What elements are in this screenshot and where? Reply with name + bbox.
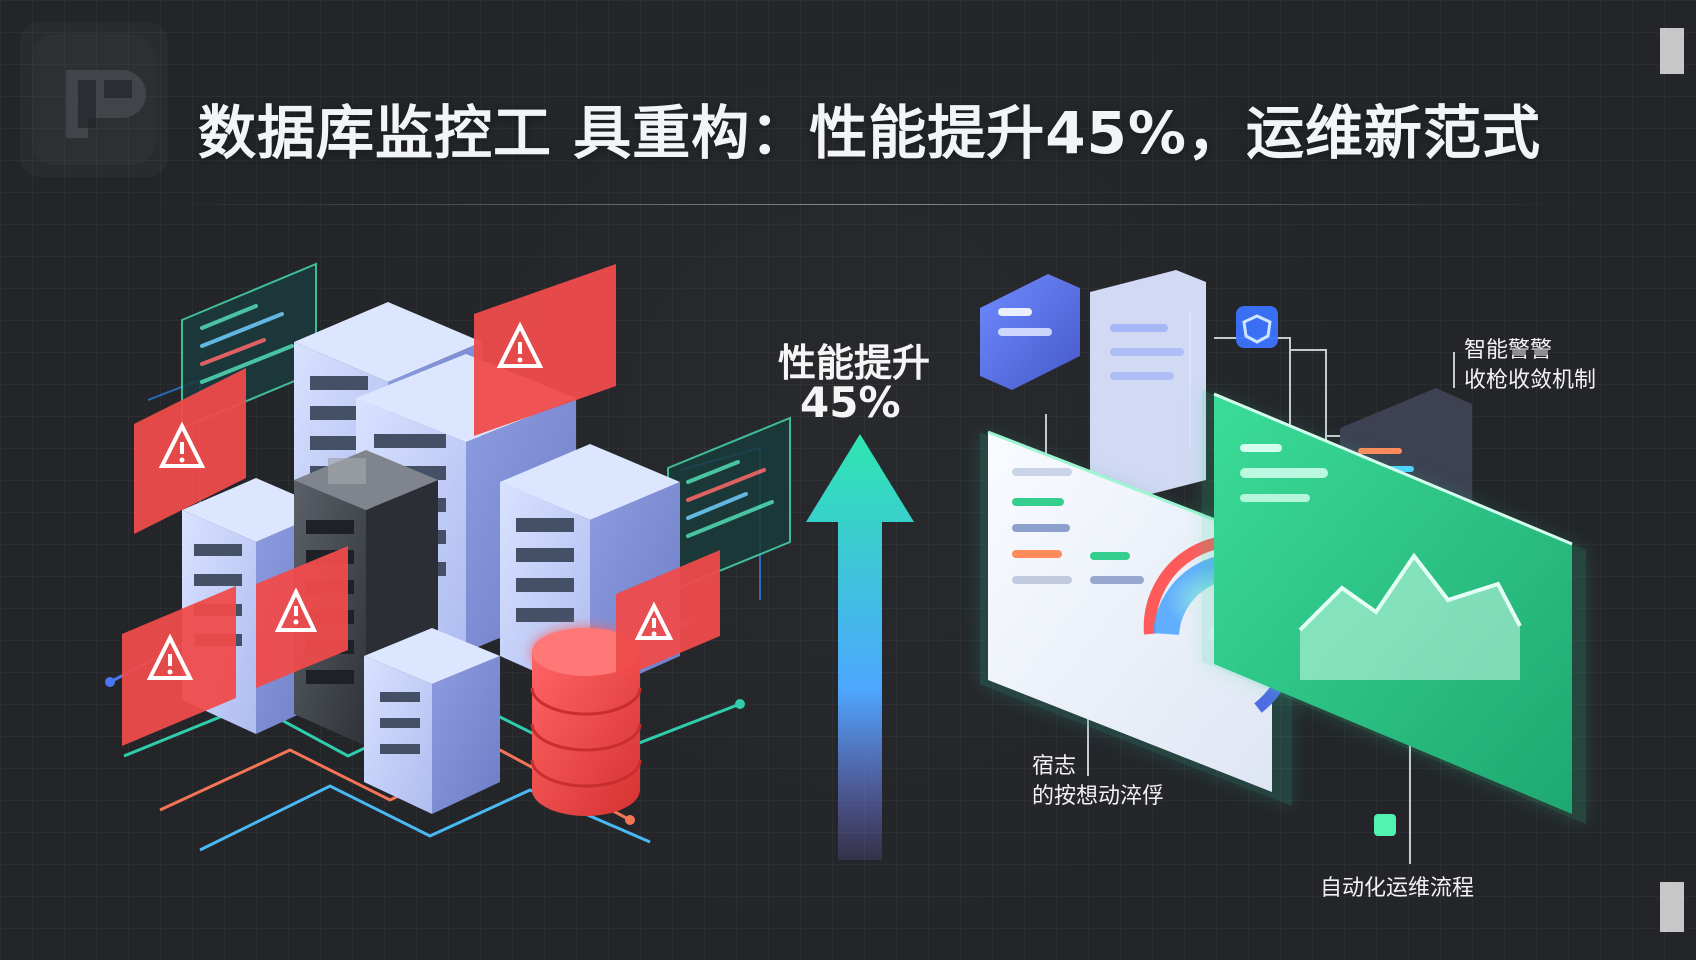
performance-value: 45% (800, 378, 901, 427)
chart-card-icon (980, 274, 1080, 390)
dashboard-green (1202, 390, 1586, 824)
workflow-label: 自动化运维流程 (1320, 876, 1475, 901)
warning-icon (256, 546, 348, 688)
small-status-chip (1374, 814, 1396, 836)
left-illustration (105, 262, 791, 852)
performance-arrow (806, 434, 914, 860)
warning-icon (134, 368, 246, 534)
warning-icon (122, 586, 236, 746)
left-note-line-2: 的按想动淬俘 (1032, 784, 1165, 809)
server-rack-icon (364, 628, 500, 814)
chart-card-icon (1090, 270, 1206, 502)
page-title: 数据库监控工 具重构：性能提升45%，运维新范式 (198, 99, 1542, 167)
shield-icon (1236, 306, 1278, 348)
smart-alert-line-1: 智能警警 (1464, 338, 1553, 363)
performance-label: 性能提升 (778, 341, 931, 385)
warning-icon (474, 264, 616, 436)
logo-icon-graphic (32, 34, 156, 165)
left-note-line-1: 宿志 (1032, 754, 1077, 779)
smart-alert-line-2: 收枪收敛机制 (1464, 368, 1597, 393)
corner-mark (1660, 882, 1684, 932)
alert-cards (122, 264, 720, 746)
logo-icon (20, 22, 168, 177)
warning-icon (616, 550, 720, 680)
title-divider (160, 204, 1580, 205)
corner-mark (1660, 28, 1684, 74)
right-illustration (980, 270, 1586, 864)
database-cylinder-icon (530, 628, 642, 816)
